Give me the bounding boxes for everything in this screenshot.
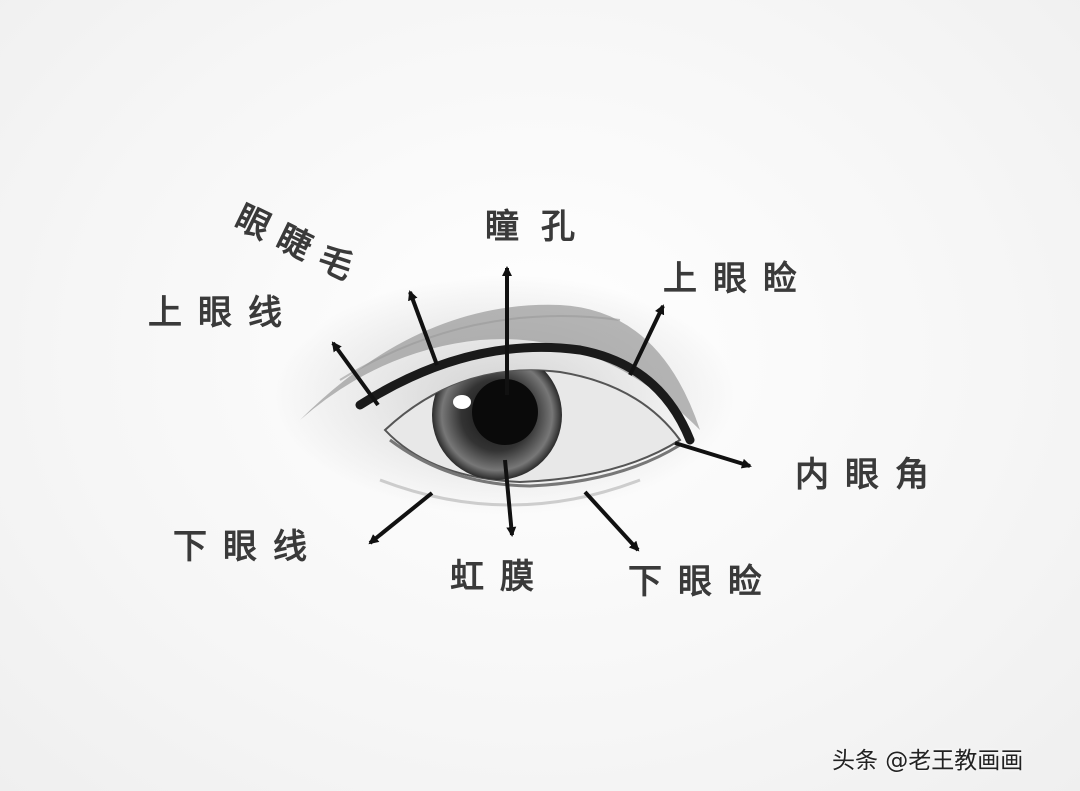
highlight bbox=[453, 395, 471, 409]
label-lower-eyelid: 下眼睑 bbox=[628, 562, 778, 602]
watermark: 头条 @老王教画画 bbox=[832, 748, 1024, 774]
arrow-upper-eyelid bbox=[628, 304, 665, 376]
arrow-iris bbox=[503, 459, 517, 537]
arrow-eyelashes bbox=[408, 290, 439, 366]
label-inner-corner: 内眼角 bbox=[795, 455, 945, 495]
arrow-upper-lash-line bbox=[331, 341, 380, 407]
arrows bbox=[331, 266, 752, 552]
label-upper-eyelid: 上眼睑 bbox=[663, 259, 813, 299]
label-upper-lash-line: 上眼线 bbox=[148, 293, 298, 333]
label-pupil: 瞳孔 bbox=[485, 207, 597, 247]
label-iris: 虹膜 bbox=[450, 557, 550, 597]
pupil bbox=[472, 379, 538, 445]
label-lower-lash-line: 下眼线 bbox=[173, 527, 323, 567]
arrow-lower-eyelid bbox=[583, 490, 640, 552]
arrow-lower-lash-line bbox=[368, 491, 434, 545]
arrow-inner-corner bbox=[674, 441, 752, 469]
lower-lash-line bbox=[389, 438, 681, 488]
upper-lash-line bbox=[355, 342, 695, 445]
